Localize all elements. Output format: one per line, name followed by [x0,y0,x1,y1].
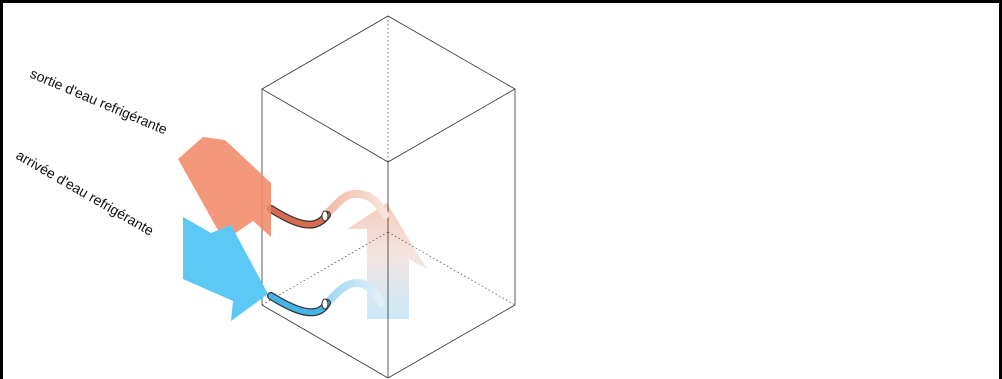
cooling-diagram: sortie d'eau refrigérante arrivée d'eau … [14,15,516,379]
outlet-label: sortie d'eau refrigérante [28,65,170,137]
hot-pipe [267,189,389,229]
cabinet-hidden-edges [261,16,516,306]
outlet-arrow [178,137,271,241]
inlet-arrow [183,217,268,321]
inlet-label: arrivée d'eau refrigérante [14,147,157,239]
cabinet-box [261,15,516,379]
heat-rise-arrow [347,203,427,319]
cold-pipe [267,278,385,317]
